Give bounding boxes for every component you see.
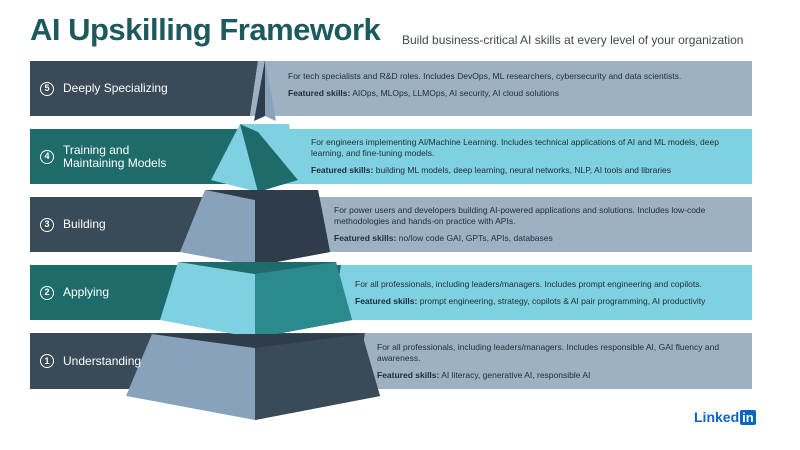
level-description-text: For tech specialists and R&D roles. Incl… [288, 71, 682, 81]
pyramid-level-5-right-face [265, 60, 276, 121]
level-description-text: For all professionals, including leaders… [355, 279, 702, 289]
brand-in-box: in [740, 409, 756, 425]
pyramid-level-2-front-face [255, 262, 352, 338]
level-number-badge: 1 [40, 354, 54, 368]
level-5-label: 5 Deeply Specializing [40, 61, 168, 116]
page-title: AI Upskilling Framework [30, 12, 381, 47]
page-subtitle: Build business-critical AI skills at eve… [402, 33, 744, 47]
level-name: Understanding [63, 353, 142, 368]
level-2-label: 2 Applying [40, 265, 109, 320]
band-left-level-5 [30, 61, 258, 116]
band-right-level-4 [279, 129, 752, 184]
linkedin-logo: Linked in [694, 409, 756, 425]
level-description-text: For all professionals, including leaders… [377, 342, 720, 363]
featured-skills-label: Featured skills: [311, 165, 374, 175]
featured-skills-label: Featured skills: [377, 370, 440, 380]
band-right-level-2 [333, 265, 752, 320]
featured-skills-list: prompt engineering, strategy, copilots &… [417, 296, 706, 306]
featured-skills: Featured skills: building ML models, dee… [311, 165, 741, 176]
featured-skills-list: AI literacy, generative AI, responsible … [439, 370, 591, 380]
level-5-description: For tech specialists and R&D roles. Incl… [288, 71, 748, 99]
pyramid-level-3-left-face [180, 190, 255, 266]
pyramid-level-5-left-face [254, 60, 265, 121]
featured-skills-list: building ML models, deep learning, neura… [373, 165, 672, 175]
featured-skills-label: Featured skills: [288, 88, 351, 98]
level-number-badge: 5 [40, 81, 54, 96]
level-number-badge: 4 [40, 149, 54, 164]
featured-skills: Featured skills: prompt engineering, str… [355, 296, 745, 307]
featured-skills-list: no/low code GAI, GPTs, APIs, databases [396, 233, 553, 243]
band-right-level-1 [357, 333, 752, 389]
pyramid-level-1-left-face [126, 334, 255, 420]
pyramid-level-4-top-face [240, 124, 298, 180]
level-name: Building [63, 217, 106, 231]
pyramid-level-2-left-face [160, 262, 255, 338]
featured-skills-label: Featured skills: [334, 233, 397, 243]
level-number-badge: 3 [40, 217, 54, 232]
band-right-level-5 [250, 61, 752, 116]
pyramid-level-1-front-face [255, 334, 380, 420]
level-name: Training and Maintaining Models [63, 142, 167, 170]
featured-skills: Featured skills: AIOps, MLOps, LLMOps, A… [288, 88, 748, 99]
level-4-description: For engineers implementing AI/Machine Le… [311, 137, 741, 176]
level-4-label: 4 Training and Maintaining Models [40, 129, 166, 184]
brand-text: Linked [694, 409, 740, 425]
featured-skills-list: AIOps, MLOps, LLMOps, AI security, AI cl… [350, 88, 560, 98]
level-name: Deeply Specializing [63, 81, 168, 95]
level-name: Applying [63, 285, 110, 299]
level-3-description: For power users and developers building … [334, 205, 739, 244]
pyramid-level-3-front-face [255, 190, 330, 266]
pyramid-level-4-right-face [240, 124, 298, 192]
featured-skills: Featured skills: AI literacy, generative… [377, 370, 747, 381]
featured-skills-label: Featured skills: [355, 296, 418, 306]
level-description-text: For engineers implementing AI/Machine Le… [311, 137, 719, 158]
featured-skills: Featured skills: no/low code GAI, GPTs, … [334, 233, 739, 244]
level-3-label: 3 Building [40, 197, 106, 252]
level-2-description: For all professionals, including leaders… [355, 279, 745, 307]
level-1-description: For all professionals, including leaders… [377, 342, 747, 381]
level-1-label: 1 Understanding [40, 333, 141, 389]
band-right-level-3 [307, 197, 752, 252]
level-description-text: For power users and developers building … [334, 205, 706, 226]
level-number-badge: 2 [40, 285, 54, 300]
